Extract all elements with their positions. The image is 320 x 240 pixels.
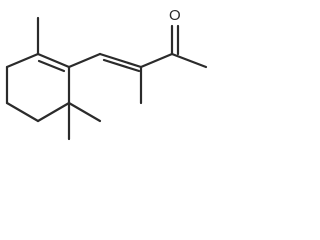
ring-bond-c1-c2 xyxy=(36,52,71,69)
ring-substituents xyxy=(36,16,102,141)
alkene-bond-double xyxy=(102,58,141,73)
chemical-structure-diagram: O xyxy=(5,7,208,141)
alkene-bond xyxy=(98,52,143,69)
chain-bond-alkene-to-carbonyl xyxy=(139,52,174,69)
chain-bond-ring-to-alkene xyxy=(67,52,102,69)
ring-bond-c6-c1 xyxy=(5,52,40,69)
ring-bond-c3-c4 xyxy=(36,101,71,123)
butenone-side-chain xyxy=(67,24,208,105)
oxygen-atom-label: O xyxy=(169,7,181,24)
acetyl-methyl-bond xyxy=(170,52,208,69)
ring-bond-c4-c5 xyxy=(5,101,40,123)
cyclohexene-ring xyxy=(5,52,71,123)
ring-bond-c1-c2-double xyxy=(37,59,66,73)
gem-methyl-bond-right xyxy=(67,101,102,123)
